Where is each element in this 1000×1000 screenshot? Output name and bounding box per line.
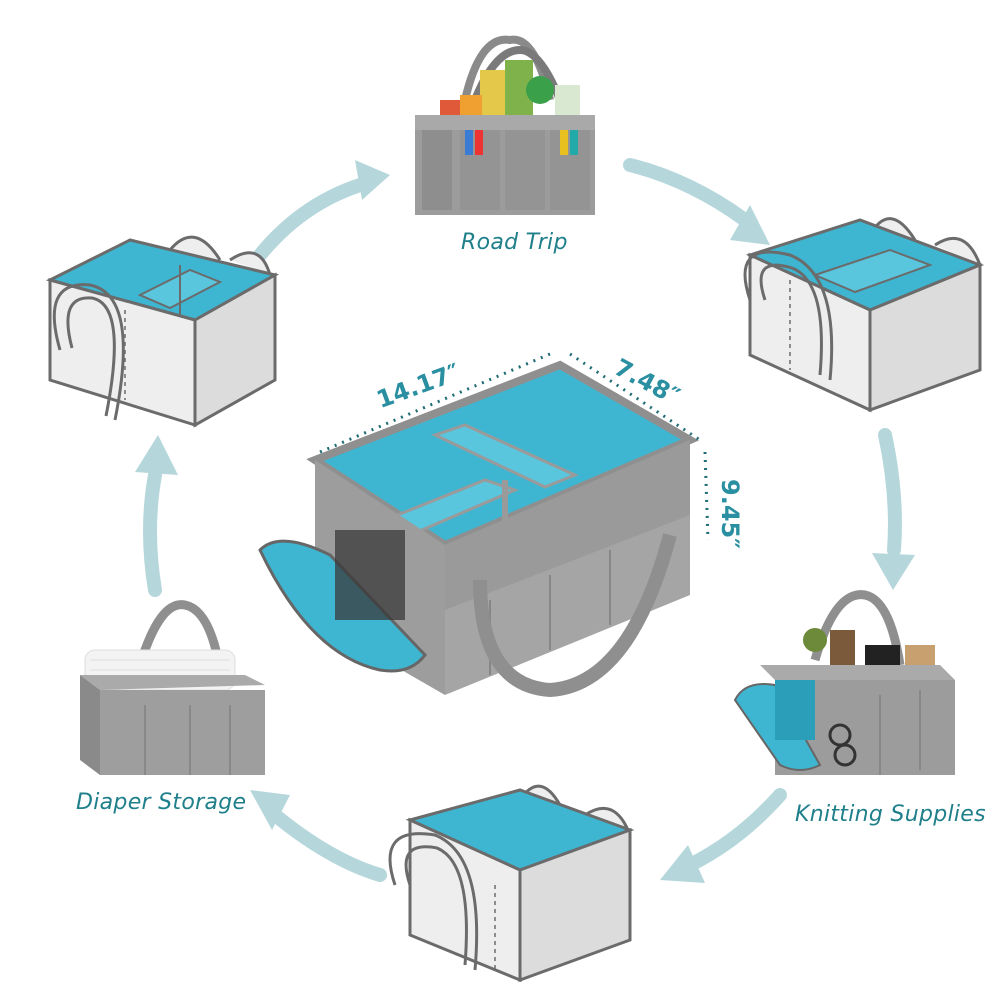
knitting-supplies-caddy-image [733, 590, 955, 775]
arrow-left-up [135, 435, 178, 597]
diaper-storage-caddy-image [80, 600, 265, 775]
arrow-right-down [872, 428, 915, 590]
main-felt-caddy-image [258, 360, 699, 698]
arrow-left-to-top [253, 160, 390, 262]
label-knitting-supplies: Knitting Supplies [795, 802, 986, 827]
empty-caddy-illustration-left [45, 235, 280, 428]
label-road-trip: Road Trip [461, 230, 568, 255]
empty-caddy-illustration-bottom [388, 784, 635, 983]
empty-caddy-illustration-right [743, 217, 985, 413]
road-trip-caddy-image [415, 35, 595, 215]
dimension-height: 9.45″ [715, 479, 744, 549]
label-diaper-storage: Diaper Storage [76, 790, 247, 815]
arrow-bottom-right-to-bottom [660, 788, 787, 883]
dimension-lines [319, 352, 710, 541]
arrow-top-to-right [623, 158, 770, 245]
arrow-bottom-to-left [250, 790, 387, 882]
